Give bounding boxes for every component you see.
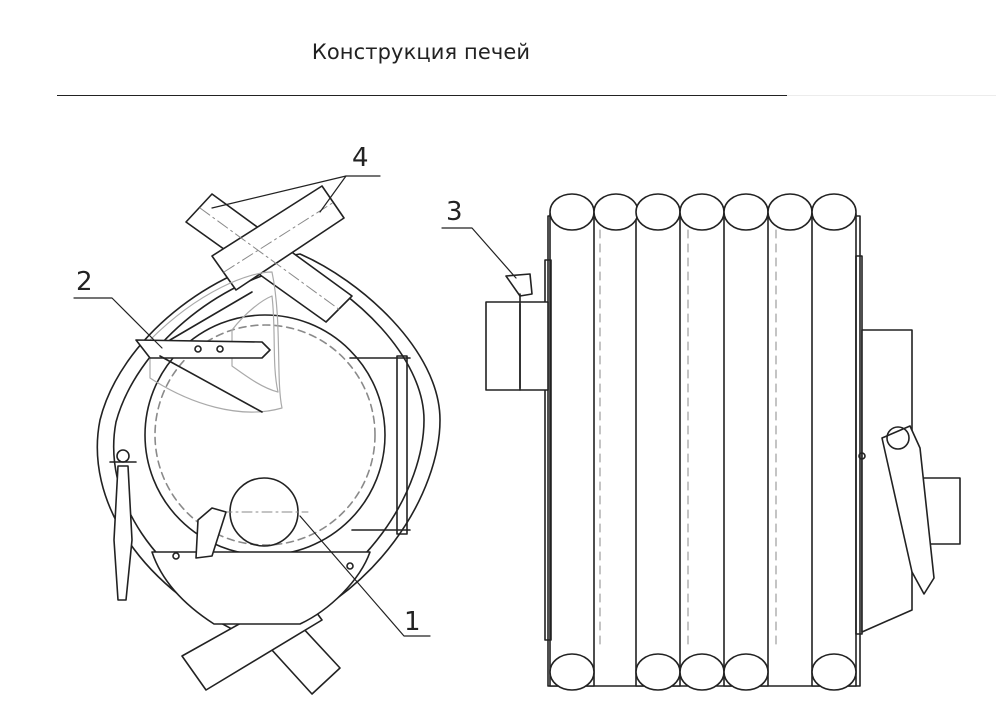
firebox-circle-inner — [154, 324, 376, 546]
tube-bottom-1 — [549, 653, 595, 691]
back-plate — [855, 255, 863, 635]
upper-cutaway — [149, 271, 283, 413]
tube-2 — [635, 213, 681, 687]
leader-4b — [319, 175, 347, 213]
tube-top-5 — [723, 193, 769, 231]
back-lever — [881, 425, 935, 595]
tube-top-3 — [635, 193, 681, 231]
top-pipe-axis — [199, 207, 341, 311]
nozzle-box — [485, 301, 549, 391]
callout-1: 1 — [404, 607, 421, 637]
tube-top-1 — [549, 193, 595, 231]
tube-top-6 — [767, 193, 813, 231]
leader-2 — [73, 297, 163, 349]
title-divider-faint — [787, 95, 996, 96]
left-handle-knob — [116, 449, 130, 463]
page-title: Конструкция печей — [311, 40, 531, 64]
upper-cutaway-inner — [231, 295, 279, 393]
side-frame — [396, 355, 408, 535]
front-view — [73, 175, 441, 695]
tube-top-2 — [593, 193, 639, 231]
ash-door-bolt-1 — [172, 552, 180, 560]
tube-top-4 — [679, 193, 725, 231]
callout-2: 2 — [76, 267, 93, 297]
tube-bottom-5 — [811, 653, 857, 691]
damper-lever — [159, 355, 263, 413]
back-door — [861, 329, 913, 633]
leader-3 — [441, 227, 517, 279]
left-handle — [113, 465, 133, 601]
front-plate — [544, 259, 552, 641]
tube-bottom-2 — [635, 653, 681, 691]
back-door-pin — [858, 452, 866, 460]
tube-4 — [811, 213, 857, 687]
top-pipe-axis-2 — [223, 201, 335, 273]
callout-4: 4 — [352, 143, 369, 173]
tube-top-7 — [811, 193, 857, 231]
leader-1 — [299, 515, 431, 637]
top-pipe-right — [211, 185, 345, 291]
damper-lever-2 — [169, 291, 253, 341]
nozzle-handle — [505, 273, 533, 297]
tube-bottom-3 — [679, 653, 725, 691]
damper-hole-2 — [216, 345, 224, 353]
side-view — [441, 193, 961, 691]
callout-3: 3 — [446, 197, 463, 227]
tube-1 — [549, 213, 595, 687]
ash-door-bolt-2 — [346, 562, 354, 570]
tube-3 — [723, 213, 769, 687]
damper-hole-1 — [194, 345, 202, 353]
title-divider — [57, 95, 787, 96]
ash-door — [151, 551, 371, 625]
back-lever-knob — [886, 426, 910, 450]
vent-handle — [195, 507, 227, 559]
damper-plate — [135, 339, 271, 359]
tube-bottom-4 — [723, 653, 769, 691]
